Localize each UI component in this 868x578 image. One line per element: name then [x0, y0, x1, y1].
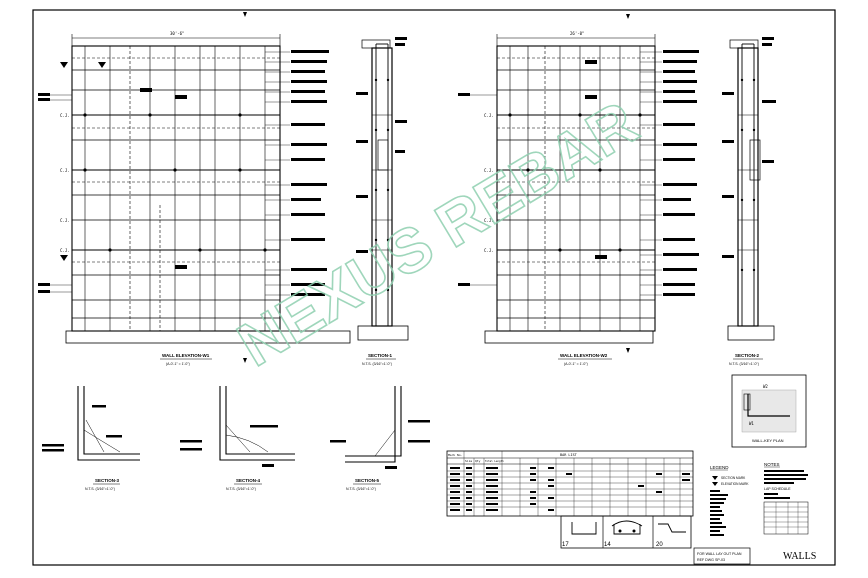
- watermark: NEXUS REBAR: [227, 88, 649, 380]
- bar-schedule-table: BAR LIST Mark No. Size Qty Total Length: [446, 450, 694, 517]
- legend: LEGEND SECTION MARK ELEVATION MARK: [710, 465, 749, 536]
- key-plan-mark-w1: W1: [749, 421, 754, 426]
- bar-schedule-header-0: Mark No.: [448, 453, 463, 457]
- gridline-label-right-0: C.J.: [484, 113, 494, 118]
- sheet-title: WALLS: [783, 551, 816, 562]
- section-label-1: SECTION-1: [368, 353, 393, 358]
- wall-elevation-right: 26'-0": [458, 14, 699, 366]
- key-plan-mark-w2: W2: [763, 384, 768, 389]
- reference-line-1: FOR WALL LAY OUT PLAN: [697, 552, 742, 556]
- section-scale-3: N.T.S. (3/16"=1'-0"): [85, 487, 115, 491]
- bar-schedule-header-1: Size: [465, 459, 472, 463]
- gridline-label-left-0: C.J.: [60, 113, 70, 118]
- bend-shape-label-17: 17: [562, 542, 569, 548]
- section-label-3: SECTION-3: [95, 478, 120, 483]
- section-mark-icon: [712, 476, 718, 480]
- bend-shape-label-14: 14: [604, 542, 611, 548]
- elevation-label-left: WALL ELEVATION-W1: [162, 353, 210, 358]
- gridline-label-left-2: C.J.: [60, 218, 70, 223]
- section-2: SECTION-2 N.T.S. (3/16"=1'-0"): [722, 37, 776, 366]
- section-label-5: SECTION-5: [355, 478, 380, 483]
- legend-title: LEGEND: [710, 465, 729, 470]
- section-cut-icon: [626, 348, 630, 353]
- section-scale-1: N.T.S. (3/16"=1'-0"): [362, 362, 392, 366]
- legend-item-section-mark: SECTION MARK: [721, 476, 746, 480]
- elevation-scale-right: (A-0'-1" = 1'-0"): [564, 362, 588, 366]
- wall-key-plan: W2 W1 WALL-KEY PLAN: [731, 374, 807, 448]
- notes: NOTES LAP SCHEDULE: [763, 462, 809, 535]
- section-scale-2: N.T.S. (3/16"=1'-0"): [729, 362, 759, 366]
- elevation-mark-icon: [98, 62, 106, 68]
- notes-title: NOTES: [764, 462, 780, 467]
- elevation-scale-left: (A-0'-1" = 1'-0"): [166, 362, 190, 366]
- gridline-label-right-1: C.J.: [484, 168, 494, 173]
- section-scale-5: N.T.S. (3/16"=1'-0"): [346, 487, 376, 491]
- bar-schedule-title: BAR LIST: [560, 453, 578, 457]
- section-4: SECTION-4 N.T.S. (3/16"=1'-0"): [180, 386, 295, 491]
- section-cut-icon: [626, 14, 630, 19]
- elevation-mark-icon: [60, 255, 68, 261]
- gridline-label-left-1: C.J.: [60, 168, 70, 173]
- section-1: SECTION-1 N.T.S. (3/16"=1'-0"): [356, 37, 409, 366]
- legend-item-elevation-mark: ELEVATION MARK: [721, 482, 749, 486]
- section-label-2: SECTION-2: [735, 353, 760, 358]
- elevation-mark-icon: [712, 482, 718, 486]
- elevation-mark-icon: [60, 62, 68, 68]
- lap-schedule-title: LAP SCHEDULE: [764, 487, 791, 491]
- gridline-label-right-2: C.J.: [484, 218, 494, 223]
- section-cut-icon: [243, 358, 247, 363]
- sheet-border: [32, 9, 836, 566]
- bend-shapes: 17 14 20: [560, 515, 692, 549]
- elevation-label-right: WALL ELEVATION-W2: [560, 353, 608, 358]
- section-cut-icon: [243, 12, 247, 17]
- bend-shape-label-20: 20: [656, 542, 663, 548]
- key-plan-label: WALL-KEY PLAN: [752, 438, 784, 443]
- wall-elevation-left: 30'-6": [38, 12, 351, 366]
- gridline-label-left-3: C.J.: [60, 248, 70, 253]
- gridline-label-right-3: C.J.: [484, 248, 494, 253]
- bar-schedule-header-3: Total Length: [485, 459, 504, 463]
- reference-line-2: REF DWG SP-03: [697, 558, 725, 562]
- bar-schedule-header-2: Qty: [475, 459, 481, 463]
- section-label-4: SECTION-4: [236, 478, 261, 483]
- section-3: SECTION-3 N.T.S. (3/16"=1'-0"): [42, 386, 140, 491]
- reference-box: FOR WALL LAY OUT PLAN REF DWG SP-03: [693, 547, 751, 565]
- section-5: SECTION-5 N.T.S. (3/16"=1'-0"): [330, 386, 430, 491]
- svg-text:26'-0": 26'-0": [570, 31, 584, 36]
- svg-text:30'-6": 30'-6": [170, 31, 184, 36]
- section-scale-4: N.T.S. (3/16"=1'-0"): [226, 487, 256, 491]
